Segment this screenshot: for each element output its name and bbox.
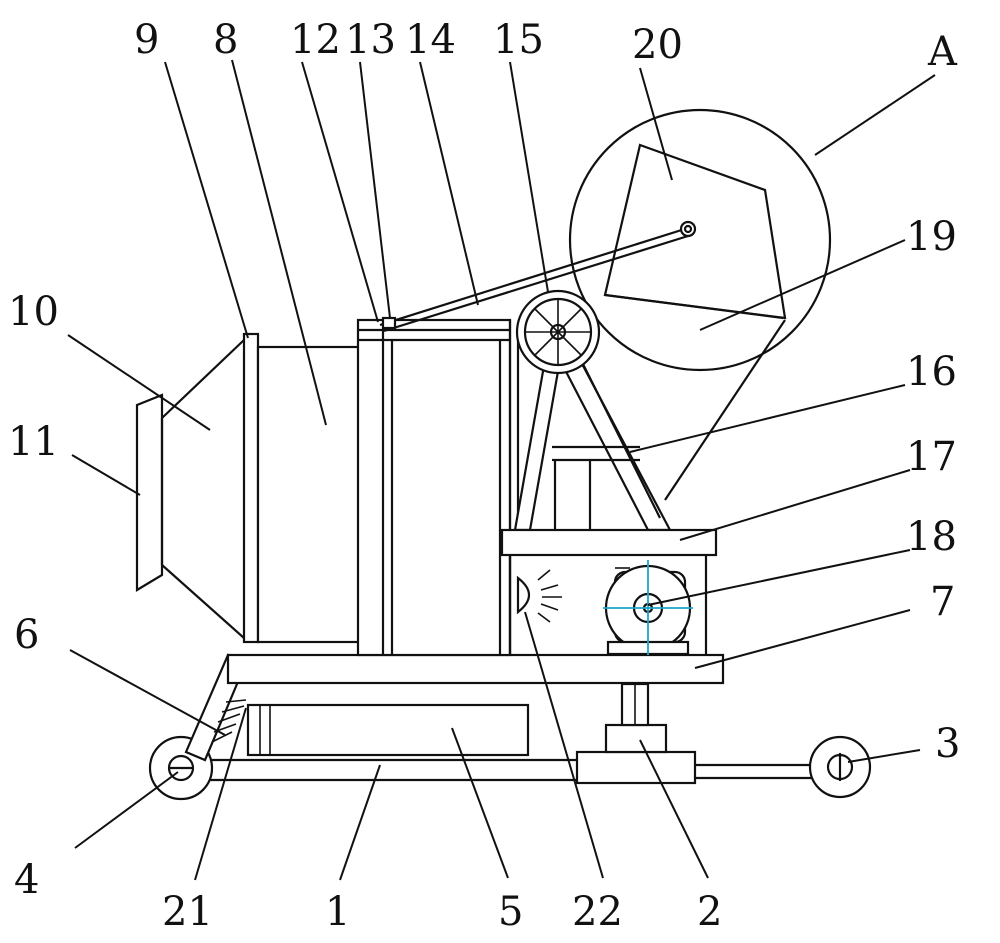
water-tank (248, 705, 528, 755)
label-8: 8 (213, 17, 238, 63)
flange-ring (244, 334, 258, 642)
motor-column (510, 320, 518, 655)
nozzle-cone (162, 340, 244, 638)
label-15: 15 (493, 17, 544, 63)
label-16: 16 (906, 349, 957, 395)
label-11: 11 (8, 419, 59, 465)
label-14: 14 (405, 17, 456, 63)
label-18: 18 (906, 514, 957, 560)
label-7: 7 (930, 579, 955, 625)
label-20: 20 (632, 22, 683, 68)
top-block (383, 318, 395, 328)
platform-plate (228, 655, 723, 683)
label-3: 3 (935, 721, 960, 767)
label-12: 12 (290, 17, 341, 63)
vertical-frame (358, 320, 510, 655)
support-seat (577, 684, 695, 783)
hopper (575, 295, 785, 518)
pulley-wheel (517, 291, 599, 373)
label-1: 1 (325, 889, 350, 935)
label-10: 10 (8, 289, 59, 335)
label-17: 17 (906, 434, 957, 480)
label-22: 22 (572, 889, 623, 935)
label-4: 4 (14, 857, 39, 903)
lamp (518, 570, 562, 622)
outlet-flange (137, 395, 162, 590)
base-frame (180, 760, 815, 780)
label-13: 13 (345, 17, 396, 63)
right-wheel (810, 737, 870, 797)
detail-circle-a (570, 110, 830, 370)
label-21: 21 (162, 889, 213, 935)
wheel-supports (515, 360, 670, 530)
label-19: 19 (906, 214, 957, 260)
label-6: 6 (14, 612, 39, 658)
label-9: 9 (134, 17, 159, 63)
label-5: 5 (498, 889, 523, 935)
motor (603, 560, 693, 655)
label-a: A (927, 29, 958, 75)
label-2: 2 (697, 889, 722, 935)
